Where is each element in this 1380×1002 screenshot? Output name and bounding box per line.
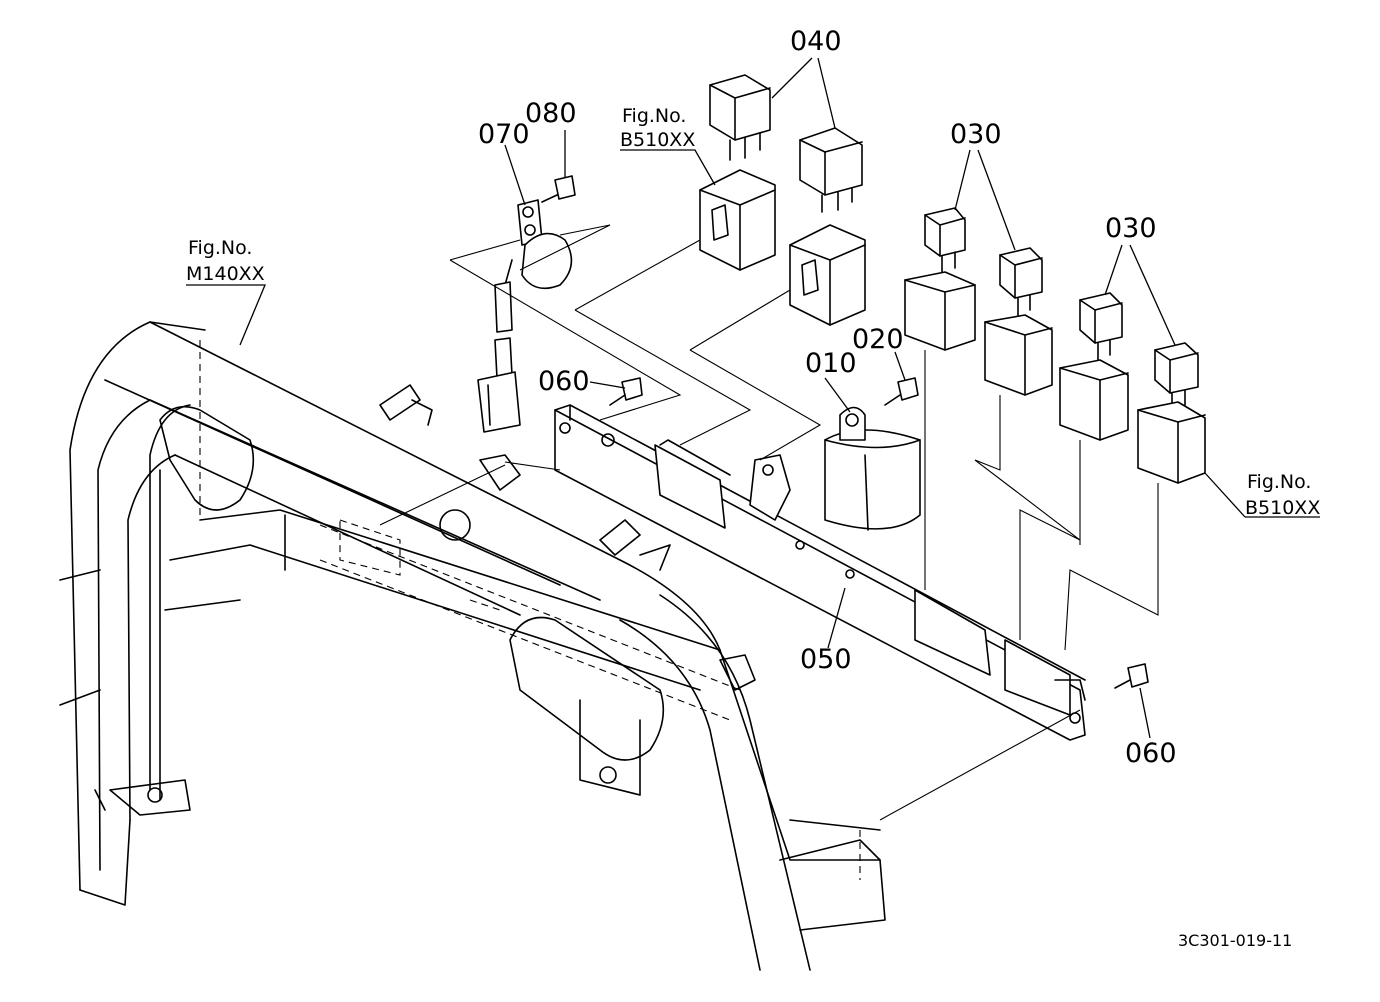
fig-ref-top-line2: B510XX [620,129,695,151]
buzzer-070 [477,199,573,433]
relay-040-b [799,127,863,213]
screw-060-upper [609,377,643,406]
fig-ref-left-line2: M140XX [186,263,265,285]
part-label-030-right: 030 [1105,213,1157,244]
relay-030-4 [1154,342,1199,411]
part-label-050: 050 [800,644,852,675]
drawing-id: 3C301-019-11 [1178,931,1292,950]
leader-lines [186,57,1320,821]
mounting-bar-050 [554,404,1086,741]
part-label-040: 040 [790,26,842,57]
part-label-020: 020 [852,324,904,355]
relay-socket-030-1 [904,271,976,351]
fig-ref-right-line2: B510XX [1245,497,1320,519]
relay-socket-030-4 [1137,401,1206,484]
fig-ref-right-line1: Fig.No. [1247,471,1311,493]
part-label-010: 010 [805,348,857,379]
relay-socket-030-2 [984,314,1053,396]
frame-assembly [59,321,886,971]
relay-030-1 [924,207,966,273]
figure-reference-top: Fig.No. B510XX [620,105,695,151]
screw-080 [541,175,576,203]
part-label-030-top: 030 [950,119,1002,150]
relay-040-a [709,74,771,161]
fig-ref-left-line1: Fig.No. [188,237,252,259]
part-label-060-upper: 060 [538,366,590,397]
figure-reference-right: Fig.No. B510XX [1245,471,1320,519]
part-label-070: 070 [478,119,530,150]
flasher-unit-010 [824,406,921,531]
part-label-060-lower: 060 [1125,738,1177,769]
part-label-080: 080 [525,98,577,129]
relay-socket-040-a [699,169,776,271]
relay-socket-030-3 [1059,359,1129,441]
relay-030-3 [1079,292,1123,361]
figure-reference-left: Fig.No. M140XX [186,237,265,285]
relay-socket-040-b [789,224,866,326]
relay-030-2 [999,247,1043,316]
part-number-labels: 040 080 070 030 030 020 010 060 060 050 [478,26,1177,769]
screw-060-lower [1114,663,1149,689]
screw-020 [884,377,919,406]
fig-ref-top-line1: Fig.No. [622,105,686,127]
